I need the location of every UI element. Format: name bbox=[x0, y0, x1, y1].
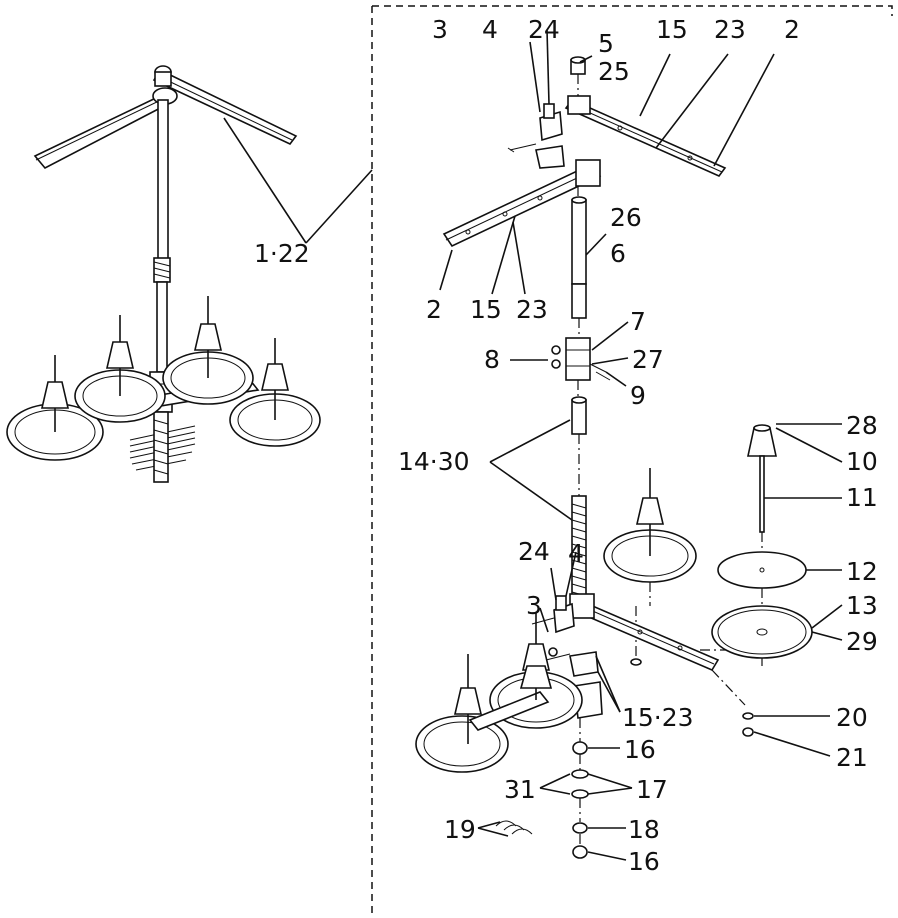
label-mid-27: 27 bbox=[632, 345, 664, 374]
label-mid-26: 26 bbox=[610, 203, 642, 232]
label-low-3: 3 bbox=[526, 591, 542, 620]
label-bottom-18: 18 bbox=[628, 815, 660, 844]
label-bottom-17: 17 bbox=[636, 775, 668, 804]
label-right-20: 20 bbox=[836, 703, 868, 732]
label-mid-7: 7 bbox=[630, 307, 646, 336]
label-top-25: 25 bbox=[598, 57, 630, 86]
label-right-11: 11 bbox=[846, 483, 878, 512]
label-mid-8: 8 bbox=[484, 345, 500, 374]
label-right-21: 21 bbox=[836, 743, 868, 772]
label-right-29: 29 bbox=[846, 627, 878, 656]
label-mid-6: 6 bbox=[610, 239, 626, 268]
label-bottom-19: 19 bbox=[444, 815, 476, 844]
exploded-parts bbox=[415, 56, 813, 859]
label-right-28: 28 bbox=[846, 411, 878, 440]
label-top-23: 23 bbox=[714, 15, 746, 44]
label-low-4: 4 bbox=[568, 539, 584, 568]
label-bottom-16-upper: 16 bbox=[624, 735, 656, 764]
label-right-13: 13 bbox=[846, 591, 878, 620]
label-mid-2: 2 bbox=[426, 295, 442, 324]
label-top-24: 24 bbox=[528, 15, 560, 44]
label-right-12: 12 bbox=[846, 557, 878, 586]
label-mid-14-30: 14·30 bbox=[398, 447, 470, 476]
label-top-3: 3 bbox=[432, 15, 448, 44]
label-top-15: 15 bbox=[656, 15, 688, 44]
part-number-labels: 3 4 24 5 25 15 23 2 1·22 26 6 2 15 23 7 … bbox=[254, 15, 878, 876]
exploded-view-boundary bbox=[305, 5, 893, 918]
label-low-24: 24 bbox=[518, 537, 550, 566]
label-top-4: 4 bbox=[482, 15, 498, 44]
leader-lines bbox=[223, 29, 843, 861]
label-low-15-23: 15·23 bbox=[622, 703, 694, 732]
label-top-5: 5 bbox=[598, 29, 614, 58]
label-mid-9: 9 bbox=[630, 381, 646, 410]
label-right-10: 10 bbox=[846, 447, 878, 476]
label-mid-23: 23 bbox=[516, 295, 548, 324]
label-bottom-16-lower: 16 bbox=[628, 847, 660, 876]
assembled-thread-stand bbox=[6, 65, 321, 483]
label-top-2: 2 bbox=[784, 15, 800, 44]
label-mid-15: 15 bbox=[470, 295, 502, 324]
label-bottom-31: 31 bbox=[504, 775, 536, 804]
label-assembly-1-22: 1·22 bbox=[254, 239, 310, 268]
